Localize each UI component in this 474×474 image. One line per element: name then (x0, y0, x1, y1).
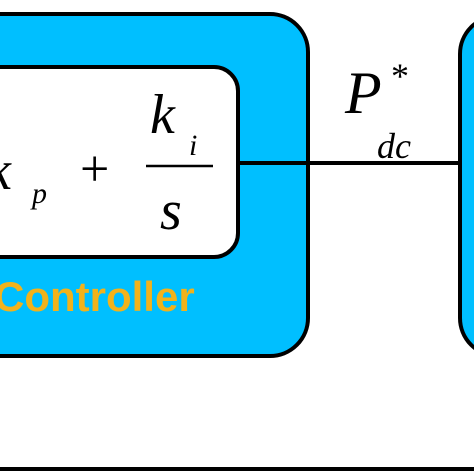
next-block (458, 22, 474, 350)
plus-sign: + (80, 141, 109, 198)
signal-subscript: dc (377, 126, 411, 166)
denominator-s: s (160, 180, 182, 242)
transfer-function-box (0, 65, 240, 259)
ki-symbol: k (150, 84, 176, 146)
controller-label: Controller (0, 273, 195, 320)
ki-subscript: i (189, 129, 197, 162)
kp-symbol: k (0, 140, 12, 202)
signal-superscript: * (391, 56, 409, 96)
signal-symbol: P (344, 60, 382, 126)
kp-subscript: p (30, 177, 47, 210)
